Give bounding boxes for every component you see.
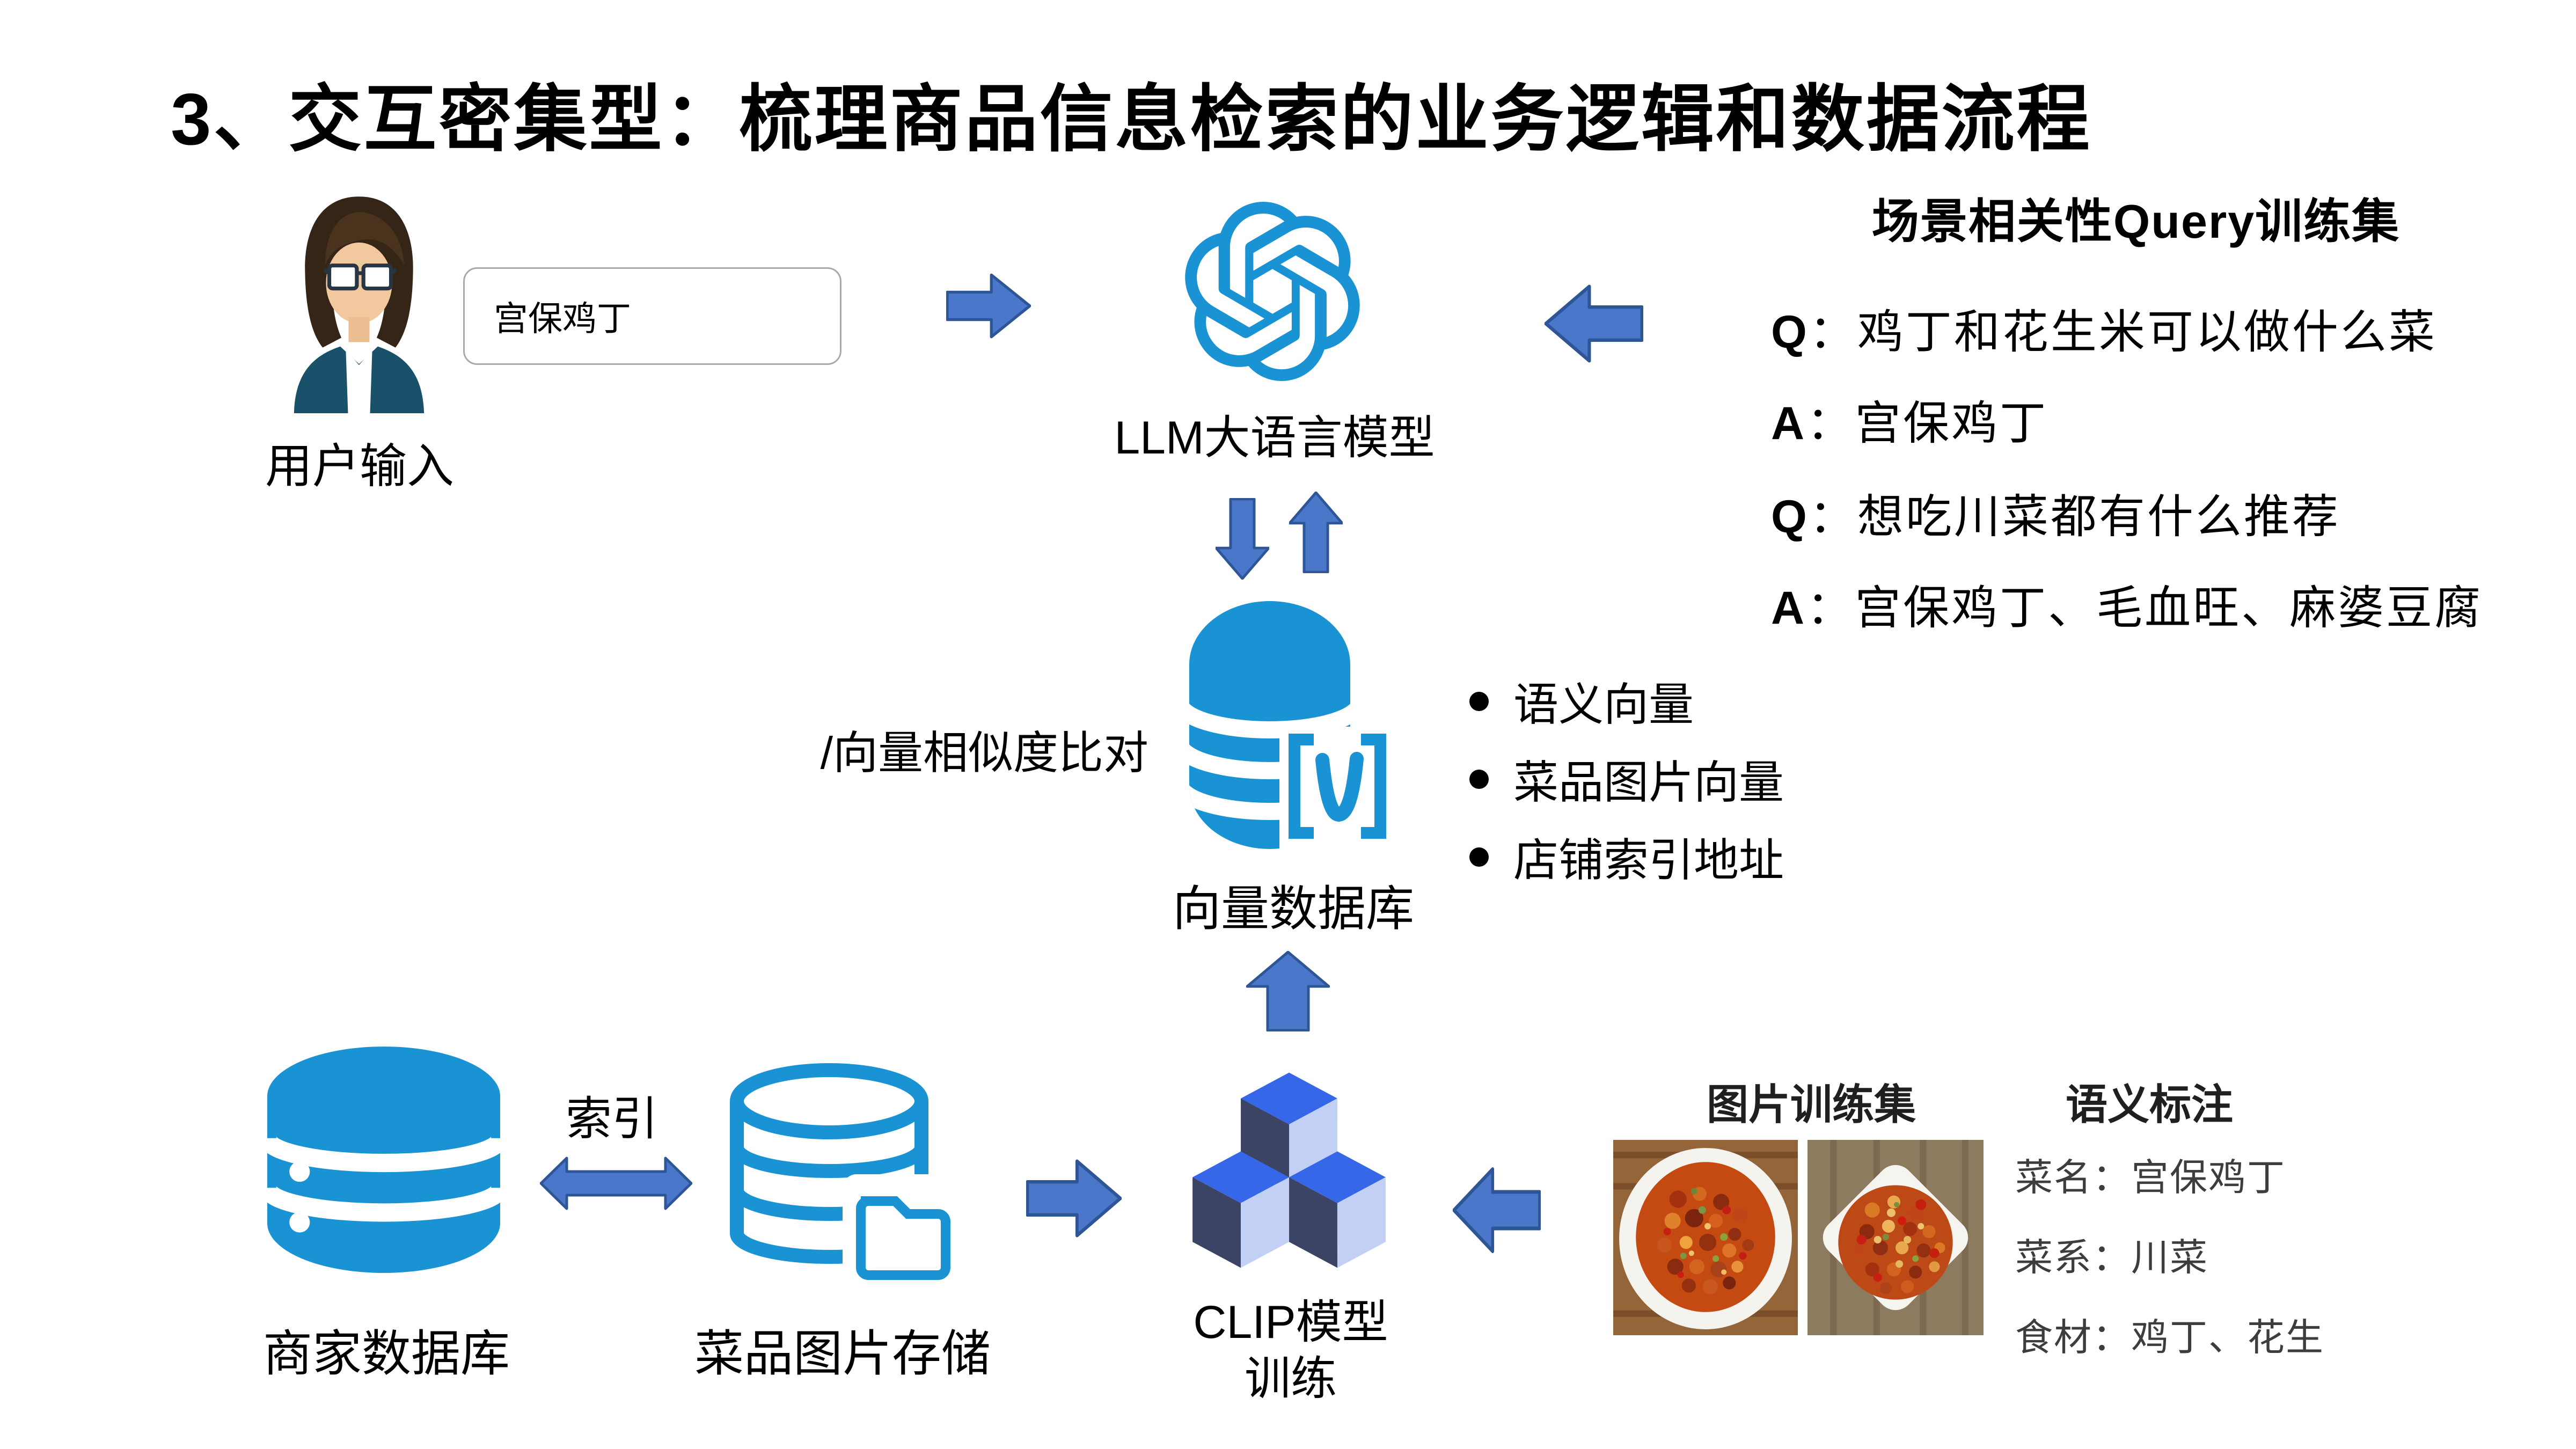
bullet-dot-icon [1469, 769, 1489, 789]
user-avatar-icon [294, 196, 425, 413]
qa-line: A：宫保鸡丁、毛血旺、麻婆豆腐 [1771, 570, 2565, 637]
list-item: 菜品图片向量 [1469, 747, 1784, 811]
arrow-user-to-llm-icon [946, 273, 1031, 339]
arrow-merchantdb-storage-icon [540, 1157, 692, 1210]
qa-text: ：鸡丁和花生米可以做什么菜 [1809, 306, 2437, 358]
vectordb-content-list: 语义向量 菜品图片向量 店铺索引地址 [1469, 669, 1784, 889]
semantic-annotation-title: 语义标注 [2065, 1081, 2233, 1128]
bullet-dot-icon [1469, 691, 1489, 711]
qa-line: Q：想吃川菜都有什么推荐 [1771, 479, 2565, 546]
qa-text: ：宫保鸡丁 [1806, 398, 2048, 449]
qa-line: A：宫保鸡丁 [1771, 385, 2565, 452]
merchant-db-label: 商家数据库 [262, 1327, 510, 1381]
dish-photo-diamond-plate [1807, 1140, 1984, 1335]
page-title: 3、交互密集型：梳理商品信息检索的业务逻辑和数据流程 [171, 78, 2092, 160]
arrow-llm-to-vectordb-icon [1216, 498, 1269, 580]
arrow-clip-to-vectordb-icon [1246, 951, 1330, 1031]
dish-photo-round-plate [1613, 1140, 1798, 1335]
user-query-input[interactable]: 宫保鸡丁 [463, 267, 841, 365]
list-item-label: 菜品图片向量 [1513, 757, 1784, 808]
query-training-title: 场景相关性Query训练集 [1871, 195, 2401, 248]
openai-logo-icon [1185, 202, 1360, 381]
annotation-item: 菜系：川菜 [2015, 1236, 2208, 1278]
image-training-set-title: 图片训练集 [1706, 1081, 1916, 1128]
qa-prefix: A [1771, 582, 1807, 634]
user-query-value: 宫保鸡丁 [494, 299, 631, 338]
vectordb-label: 向量数据库 [1173, 882, 1414, 936]
arrow-images-to-clip-icon [1453, 1167, 1541, 1254]
arrow-vectordb-to-llm-icon [1289, 492, 1343, 573]
qa-text: ：宫保鸡丁、毛血旺、麻婆豆腐 [1806, 582, 2483, 634]
list-item-label: 店铺索引地址 [1513, 835, 1784, 885]
index-label: 索引 [566, 1093, 658, 1145]
annotation-item: 菜名：宫保鸡丁 [2015, 1157, 2286, 1198]
vector-database-icon [1189, 601, 1395, 849]
qa-prefix: A [1771, 398, 1807, 449]
list-item: 语义向量 [1469, 669, 1784, 734]
annotation-list: 菜名：宫保鸡丁 菜系：川菜 食材：鸡丁、花生 [2015, 1147, 2324, 1362]
qa-text: ：想吃川菜都有什么推荐 [1809, 491, 2340, 543]
clip-model-cubes-icon [1192, 1072, 1386, 1268]
qa-line: Q：鸡丁和花生米可以做什么菜 [1771, 294, 2565, 361]
user-input-label: 用户输入 [265, 440, 454, 493]
qa-prefix: Q [1771, 491, 1809, 543]
llm-label: LLM大语言模型 [1114, 412, 1435, 464]
qa-prefix: Q [1771, 306, 1809, 358]
clip-model-label-line1: CLIP模型 [1193, 1297, 1388, 1348]
clip-model-label-line2: 训练 [1245, 1352, 1337, 1404]
image-storage-database-icon [730, 1063, 954, 1280]
image-storage-label: 菜品图片存储 [694, 1327, 991, 1381]
arrow-storage-to-clip-icon [1026, 1159, 1122, 1238]
bullet-dot-icon [1469, 847, 1489, 867]
merchant-database-icon [265, 1046, 502, 1273]
arrow-queryset-to-llm-icon [1545, 284, 1643, 363]
vector-similarity-label: /向量相似度比对 [820, 728, 1148, 778]
list-item: 店铺索引地址 [1469, 824, 1784, 889]
list-item-label: 语义向量 [1513, 679, 1694, 730]
annotation-item: 食材：鸡丁、花生 [2015, 1316, 2324, 1358]
clip-model-label: CLIP模型 训练 [1181, 1294, 1401, 1407]
